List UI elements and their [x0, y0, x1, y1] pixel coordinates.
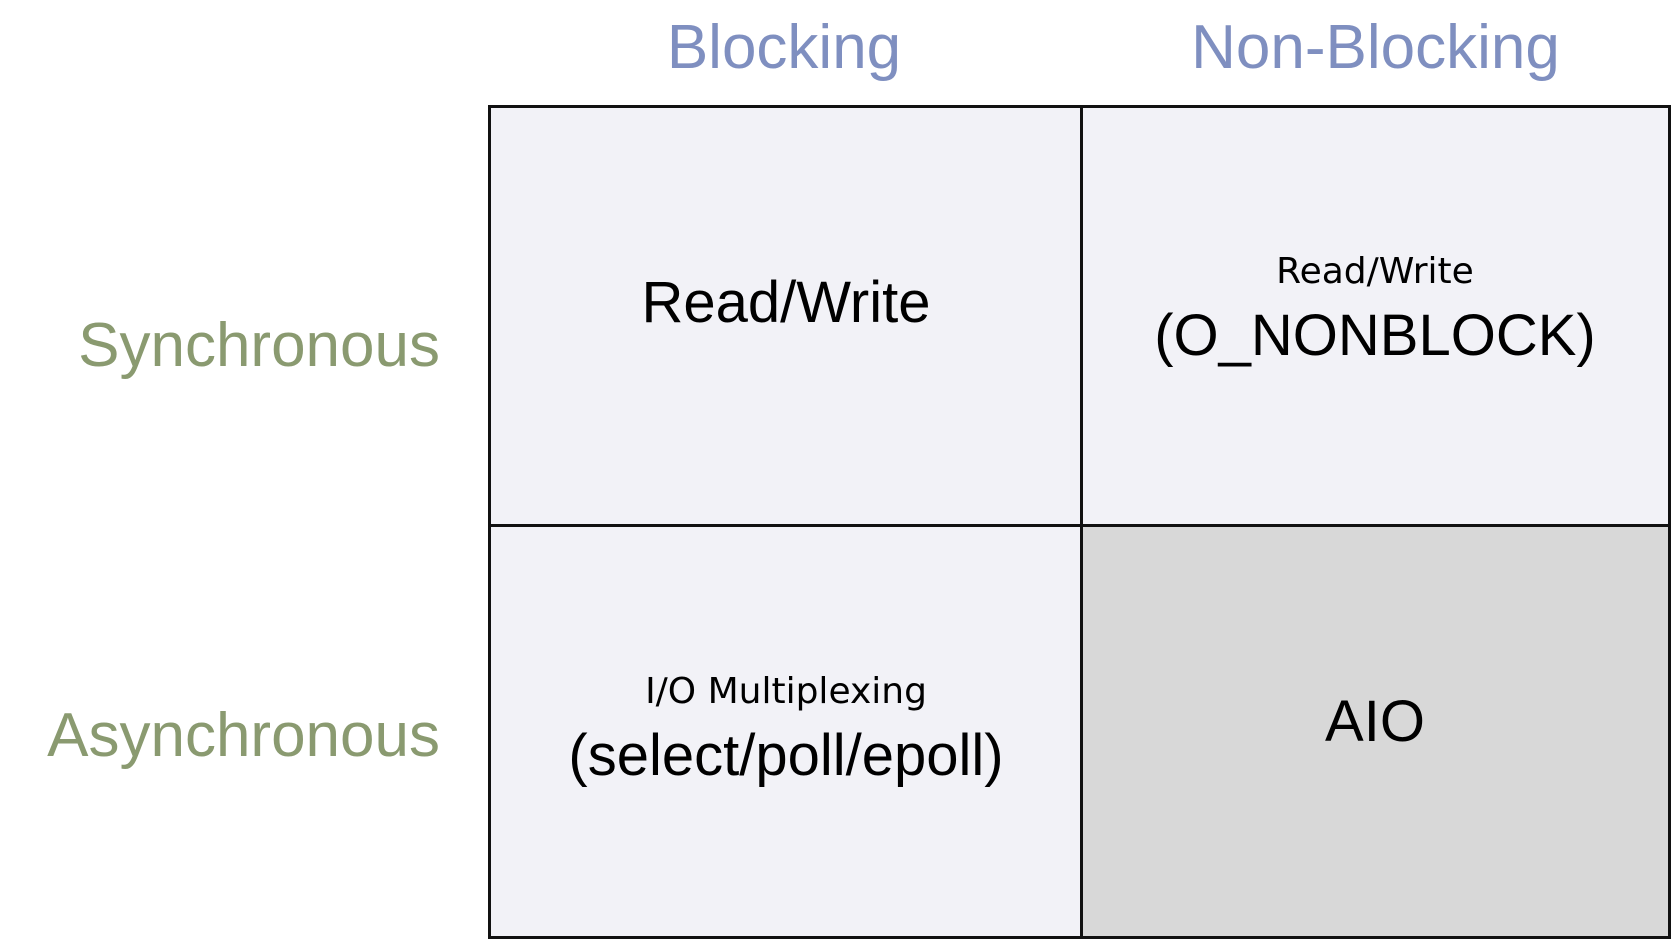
column-header-non-blocking: Non-Blocking — [1191, 13, 1560, 82]
grid-divider-vertical — [1080, 108, 1083, 936]
cell-async-blocking-main: (select/poll/epoll) — [568, 723, 1004, 788]
cell-async-nonblocking: AIO — [1082, 526, 1668, 936]
cell-async-blocking: I/O Multiplexing (select/poll/epoll) — [491, 526, 1081, 936]
row-header-asynchronous: Asynchronous — [47, 701, 440, 770]
grid-divider-horizontal — [491, 524, 1668, 527]
row-header-synchronous: Synchronous — [78, 311, 440, 380]
cell-sync-nonblocking: Read/Write (O_NONBLOCK) — [1082, 108, 1668, 525]
cell-async-blocking-sub: I/O Multiplexing — [645, 671, 927, 712]
cell-sync-blocking-main: Read/Write — [641, 269, 931, 335]
cell-sync-nonblocking-sub: Read/Write — [1276, 250, 1474, 292]
io-model-grid: Read/Write Read/Write (O_NONBLOCK) I/O M… — [488, 105, 1671, 939]
cell-sync-nonblocking-main: (O_NONBLOCK) — [1154, 302, 1596, 368]
cell-sync-blocking: Read/Write — [491, 108, 1081, 525]
column-header-blocking: Blocking — [666, 13, 902, 82]
cell-async-nonblocking-main: AIO — [1325, 689, 1425, 754]
